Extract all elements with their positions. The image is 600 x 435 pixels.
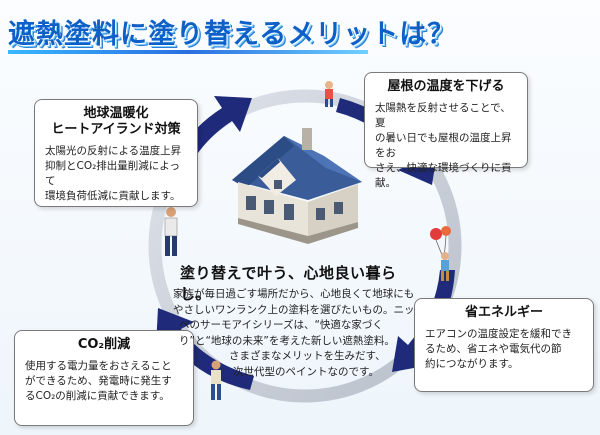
center-body-line: さまざまなメリットを生みだす、 (229, 350, 386, 362)
center-body-line: ペのサーモアイシリーズは、“快適な家づく (179, 319, 383, 331)
card-global-line: 環境負荷低減に貢献します。 (45, 190, 181, 202)
card-global-line: 太陽光の反射による温度上昇 (45, 145, 182, 157)
card-energy-line: エアコンの温度設定を緩和でき (425, 328, 572, 340)
card-global-heading: 地球温暖化 ヒートアイランド対策 (45, 106, 187, 138)
center-body-line: り”と“地球の未来”を考えた新しい遮熱塗料。 (179, 334, 395, 347)
card-roof-heading: 屋根の温度を下げる (387, 79, 505, 94)
card-roof-line: の暑い日でも屋根の温度上昇をお (375, 132, 512, 159)
center-heading: 塗り替えで叶う、心地良い暮らし。 (180, 264, 397, 303)
center-body: 家族が毎日過ごす場所だから、心地良くて地球にも やさしいワンランク上の塗料を選び… (173, 287, 415, 380)
card-energy-line: るため、省エネや電気代の節 (425, 343, 562, 355)
card-global-line: 抑制とCO₂排出量削減によって (45, 160, 180, 187)
card-co2-line: ができるため、発電時に発生す (25, 375, 172, 387)
card-co2-line: るCO₂の削減に貢献できます。 (25, 390, 170, 402)
card-roof-body: 太陽熱を反射させることで、夏 の暑い日でも屋根の温度上昇をお さえ、快適な環境づ… (375, 101, 517, 191)
page-title: 遮熱塗料に塗り替えるメリットは？ (8, 19, 456, 50)
card-global-heading-line: 地球温暖化 (83, 106, 149, 121)
card-roof-temperature: 屋根の温度を下げる 太陽熱を反射させることで、夏 の暑い日でも屋根の温度上昇をお… (364, 72, 528, 189)
card-global-heading-line: ヒートアイランド対策 (51, 122, 181, 137)
card-co2-heading: CO₂削減 (77, 337, 131, 352)
woman-figure-icon (211, 360, 221, 400)
card-co2-line: 使用する電力量をおさえること (25, 360, 172, 372)
center-body-line: やさしいワンランク上の塗料を選びたいもの。ニッ (173, 303, 415, 316)
card-global-warming: 地球温暖化 ヒートアイランド対策 太陽光の反射による温度上昇 抑制とCO₂排出量… (34, 99, 198, 207)
card-co2-body: 使用する電力量をおさえること ができるため、発電時に発生す るCO₂の削減に貢献… (25, 359, 183, 404)
balloon-child-icon (430, 226, 451, 281)
card-energy-heading: 省エネルギー (464, 305, 543, 320)
title-underline (8, 50, 368, 54)
card-co2-reduction: CO₂削減 使用する電力量をおさえること ができるため、発電時に発生す るCO₂… (14, 330, 194, 426)
arrow-bottom-left (156, 308, 254, 390)
center-body-line: 次世代型のペイントなのです。 (233, 365, 379, 378)
man-figure-icon (164, 207, 178, 256)
center-body-line: 家族が毎日過ごす場所だから、心地良くて地球にも (173, 288, 415, 300)
card-energy-body: エアコンの温度設定を緩和でき るため、省エネや電気代の節 約につながります。 (425, 327, 583, 372)
house-illustration (232, 128, 362, 244)
card-energy-saving: 省エネルギー エアコンの温度設定を緩和でき るため、省エネや電気代の節 約につな… (414, 298, 594, 392)
ring-track (148, 89, 462, 403)
card-roof-line: 太陽熱を反射させることで、夏 (375, 102, 511, 129)
card-global-body: 太陽光の反射による温度上昇 抑制とCO₂排出量削減によって 環境負荷低減に貢献し… (45, 144, 187, 204)
arrow-bottom-right (392, 270, 455, 372)
card-roof-line: さえ、快適な環境づくりに貢献。 (375, 162, 512, 189)
card-energy-line: 約につながります。 (425, 358, 519, 370)
child-figure-icon (325, 81, 333, 107)
